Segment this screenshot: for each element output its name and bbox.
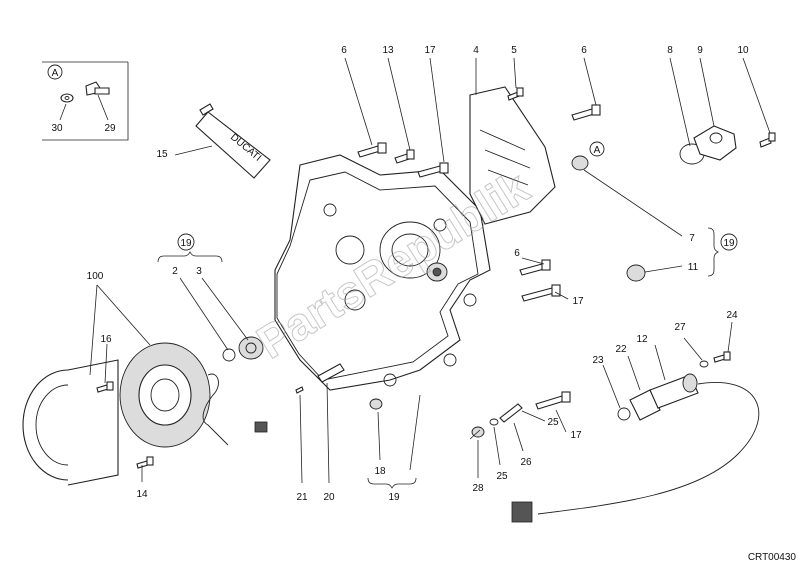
leader-lines xyxy=(89,57,771,484)
screw-17-low xyxy=(535,395,565,410)
label-15: 15 xyxy=(156,149,168,160)
label-100: 100 xyxy=(87,271,104,282)
pin-21 xyxy=(295,386,304,394)
label-26: 26 xyxy=(520,457,532,468)
screw-14 xyxy=(136,460,149,469)
label-13: 13 xyxy=(382,45,394,56)
sealant-tube-15: DUCATI xyxy=(195,103,271,179)
screw-6-mid xyxy=(519,263,545,276)
bushing-a-marker: A xyxy=(594,145,601,156)
label-14: 14 xyxy=(136,489,148,500)
washer-25a xyxy=(489,418,499,426)
label-10: 10 xyxy=(737,45,749,56)
label-19-bottom: 19 xyxy=(388,492,400,503)
group-19-braces xyxy=(157,227,719,489)
label-29: 29 xyxy=(104,123,116,134)
washer-27 xyxy=(699,360,709,368)
label-25-left: 25 xyxy=(496,471,508,482)
label-5: 5 xyxy=(511,45,517,56)
bushing-11 xyxy=(626,264,646,282)
bushing-a xyxy=(571,155,589,171)
label-17-low: 17 xyxy=(570,430,582,441)
bush-18 xyxy=(369,398,383,410)
clip-26 xyxy=(499,403,523,423)
group-19-marker-left-text: 19 xyxy=(180,238,192,249)
clip-20 xyxy=(317,363,345,383)
o-ring-23 xyxy=(617,407,631,421)
screw-17-mid xyxy=(521,287,555,302)
label-30: 30 xyxy=(51,123,63,134)
group-19-marker-right-text: 19 xyxy=(723,238,735,249)
label-18: 18 xyxy=(374,466,386,477)
group-19-marker-right xyxy=(720,233,738,251)
label-21: 21 xyxy=(296,492,308,503)
label-6-top: 6 xyxy=(341,45,347,56)
screws-top xyxy=(357,87,776,178)
label-3: 3 xyxy=(196,266,202,277)
label-2: 2 xyxy=(172,266,178,277)
screw-24 xyxy=(713,354,726,363)
label-25-right: 25 xyxy=(547,417,559,428)
inset-box-a: A xyxy=(42,61,129,141)
bearing-3 xyxy=(238,336,264,360)
inset-a-marker: A xyxy=(52,68,59,79)
label-11: 11 xyxy=(688,262,699,273)
seal-2 xyxy=(222,348,236,362)
label-7: 7 xyxy=(689,233,695,244)
label-17-top: 17 xyxy=(424,45,436,56)
label-23: 23 xyxy=(592,355,604,366)
label-24: 24 xyxy=(726,310,738,321)
diagram-code: CRT00430 xyxy=(748,552,797,563)
label-12: 12 xyxy=(636,334,648,345)
label-6-right: 6 xyxy=(581,45,587,56)
label-9: 9 xyxy=(697,45,703,56)
label-27: 27 xyxy=(674,322,686,333)
group-19-marker-left xyxy=(177,233,195,251)
label-4: 4 xyxy=(473,45,479,56)
label-22: 22 xyxy=(615,344,627,355)
label-17-mid: 17 xyxy=(572,296,584,307)
label-16: 16 xyxy=(100,334,112,345)
label-28: 28 xyxy=(472,483,484,494)
label-6-mid: 6 xyxy=(514,248,520,259)
part-labels: 100 16 14 6 13 17 4 5 6 8 9 10 7 11 2 3 … xyxy=(87,45,749,503)
label-8: 8 xyxy=(667,45,673,56)
label-20: 20 xyxy=(323,492,335,503)
pickup-sensor-12 xyxy=(511,373,760,523)
stator-assembly xyxy=(22,342,268,486)
